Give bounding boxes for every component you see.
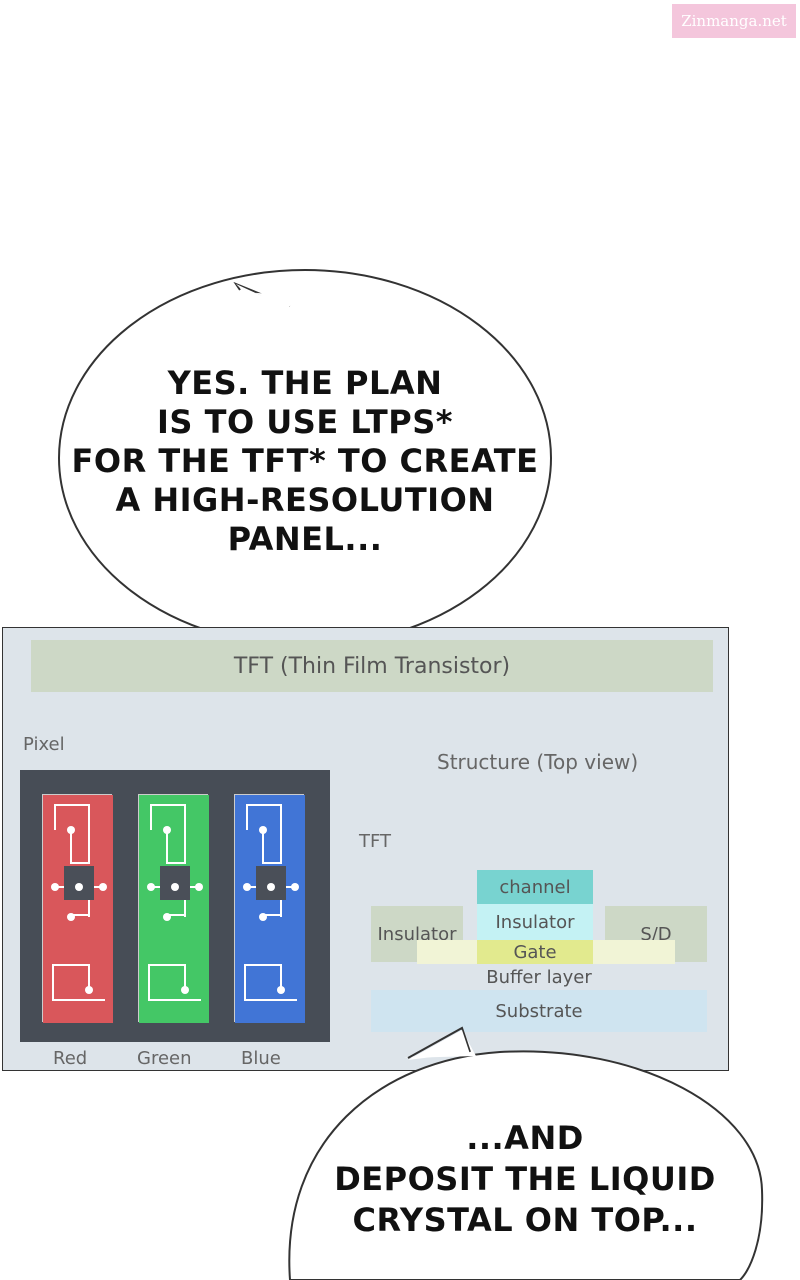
diagram-title: TFT (Thin Film Transistor) bbox=[31, 640, 713, 692]
structure-label: Structure (Top view) bbox=[437, 750, 639, 774]
pixel-label: Pixel bbox=[23, 734, 65, 755]
subpixel-green bbox=[138, 794, 209, 1023]
speech-bubble-2 bbox=[288, 1026, 764, 1280]
speech-bubble-1 bbox=[58, 269, 552, 647]
subpixel-red bbox=[42, 794, 113, 1023]
bubble1-line: IS TO USE LTPS* bbox=[157, 403, 453, 441]
subpixel-label-red: Red bbox=[53, 1048, 88, 1069]
pixel-frame bbox=[20, 770, 330, 1042]
layer-insulator-top: Insulator bbox=[477, 904, 593, 940]
circuit-icon bbox=[139, 795, 209, 1023]
bubble1-line: A HIGH-RESOLUTION bbox=[115, 481, 495, 519]
subpixel-label-blue: Blue bbox=[241, 1048, 281, 1069]
layer-channel: channel bbox=[477, 870, 593, 904]
bubble1-line: FOR THE TFT* TO CREATE bbox=[71, 442, 539, 480]
bubble1-line: YES. THE PLAN bbox=[167, 364, 443, 402]
tft-label: TFT bbox=[359, 831, 392, 852]
layer-gate: Gate bbox=[477, 940, 593, 964]
tft-diagram: TFT (Thin Film Transistor) Pixel Structu… bbox=[2, 627, 729, 1071]
speech-bubble-1-text: YES. THE PLAN IS TO USE LTPS* FOR THE TF… bbox=[70, 364, 540, 559]
layer-buffer: Buffer layer bbox=[486, 966, 592, 988]
bubble2-line: CRYSTAL ON TOP... bbox=[352, 1201, 698, 1239]
subpixel-label-green: Green bbox=[137, 1048, 192, 1069]
layer-substrate: Substrate bbox=[371, 990, 707, 1032]
circuit-icon bbox=[235, 795, 305, 1023]
subpixel-blue bbox=[234, 794, 305, 1023]
watermark: Zinmanga.net bbox=[672, 4, 796, 38]
bubble2-line: ...AND bbox=[466, 1119, 584, 1157]
circuit-icon bbox=[43, 795, 113, 1023]
speech-bubble-2-text: ...AND DEPOSIT THE LIQUID CRYSTAL ON TOP… bbox=[330, 1118, 720, 1241]
bubble1-line: PANEL... bbox=[227, 520, 383, 558]
bubble2-line: DEPOSIT THE LIQUID bbox=[334, 1160, 716, 1198]
